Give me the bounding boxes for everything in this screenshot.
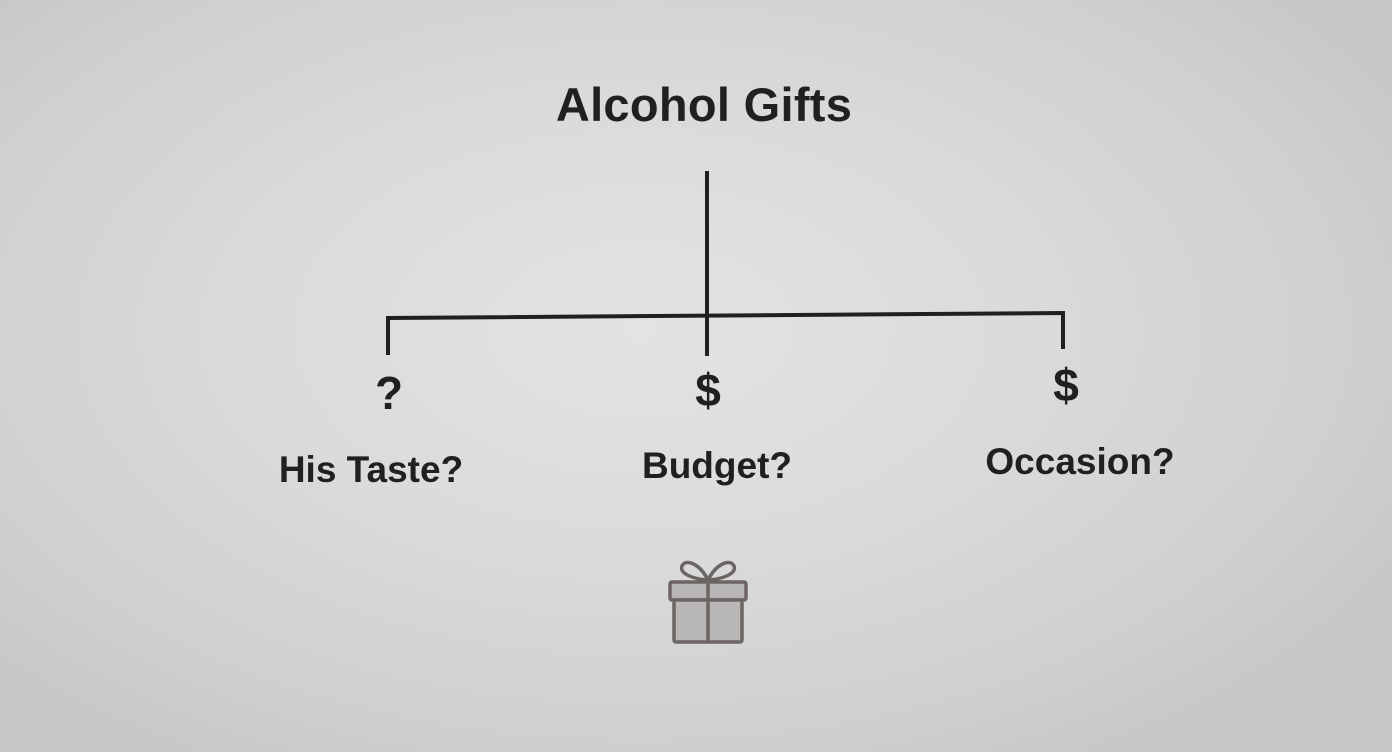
branch-label-budget: Budget?: [641, 445, 793, 486]
branch-label-taste: His Taste?: [278, 449, 464, 490]
branch-bar: [386, 310, 1065, 355]
diagram-title: Alcohol Gifts: [555, 78, 853, 131]
question-mark-symbol: ?: [374, 367, 404, 419]
dollar-symbol: $: [695, 364, 721, 416]
gift-icon: [668, 560, 748, 644]
branch-label-occasion: Occasion?: [985, 441, 1175, 482]
dollar-symbol: $: [1053, 359, 1079, 411]
